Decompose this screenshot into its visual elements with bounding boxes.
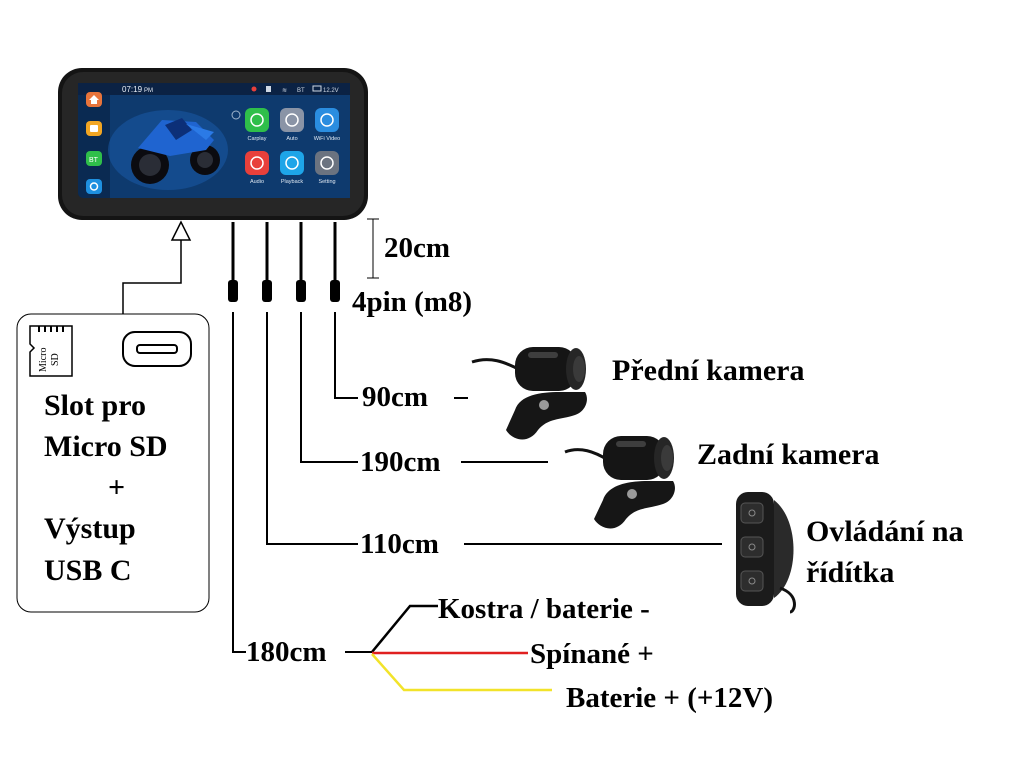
connector-1 [228,280,238,302]
ground-label: Kostra / baterie - [438,593,650,625]
slot-text-line4: Výstup [44,512,136,545]
usb-c-port-icon [122,331,192,367]
rear-camera-length: 190cm [360,446,441,478]
slot-callout-box [16,313,210,613]
power-wires [371,604,552,692]
front-camera-label: Přední kamera [612,354,804,387]
slot-text-line1: Slot pro [44,389,146,422]
wifi-status-icon: ≋ [282,88,287,94]
status-bar [78,83,350,95]
app-icon[interactable] [245,151,269,175]
app-label: Auto [286,136,297,142]
ground-wire [371,604,438,653]
battery-wire [371,653,552,692]
status-time: 07:19 [122,85,143,94]
app-tile[interactable]: Auto [280,108,304,142]
front-camera-image [471,347,587,440]
app-label: WiFi Video [314,136,341,142]
connector-3 [296,280,306,302]
app-tile[interactable]: Setting [315,151,339,185]
app-icon[interactable] [280,108,304,132]
status-voltage: 12.2V [323,88,339,94]
cable-runs [232,312,722,653]
slot-arrow [122,220,192,316]
bt-button-label: BT [89,157,99,164]
dimension-20cm [367,218,379,279]
sd-icon-text-1: Micro [38,348,49,372]
app-label: Playback [281,179,304,185]
sd-status-icon [266,86,271,92]
cable-length-20cm: 20cm [384,232,450,264]
switched-label: Spínané + [530,638,654,670]
sd-icon-text-2: SD [50,353,61,366]
bt-button[interactable] [86,151,102,166]
front-camera-length: 90cm [362,381,428,413]
motorcycle-image [108,110,228,190]
settings-icon[interactable] [86,179,102,194]
connector-4 [330,280,340,302]
app-label: Setting [318,179,335,185]
power-length: 180cm [246,636,327,668]
handlebar-label-line1: Ovládání na [806,515,964,548]
connector-type-label: 4pin (m8) [352,286,472,318]
app-tile[interactable]: Audio [245,151,269,185]
battery-icon [312,85,322,92]
app-icon[interactable] [315,151,339,175]
handlebar-label-line2: řídítka [806,556,894,589]
status-ampm: PM [144,88,153,94]
refresh-icon [231,110,241,120]
battery-label: Baterie + (+12V) [566,682,773,714]
slot-text-line5: USB C [44,554,132,587]
app-label: Audio [250,179,264,185]
microsd-icon: Micro SD [29,325,73,377]
app-icon[interactable] [280,151,304,175]
device-side-bar: BT [86,92,102,194]
dash-display-device: 07:19 PM ≋ BT 12.2V BT [58,68,368,220]
slot-text-line2: Micro SD [44,430,168,463]
app-icon[interactable] [245,108,269,132]
app-icon[interactable] [315,108,339,132]
app-tile[interactable]: WiFi Video [314,108,341,142]
cable-stubs [231,222,337,283]
app-label: Carplay [248,136,267,142]
m8-connectors [228,280,340,302]
status-bt: BT [297,88,305,94]
app-tile[interactable]: Playback [280,151,304,185]
app-tile[interactable]: Carplay [245,108,269,142]
record-indicator-icon [251,86,257,92]
rear-camera-image [564,436,675,529]
handlebar-length: 110cm [360,528,439,560]
rear-camera-label: Zadní kamera [697,438,880,471]
slot-text-line3: + [108,471,125,504]
connector-2 [262,280,272,302]
handlebar-control-image [736,492,796,614]
